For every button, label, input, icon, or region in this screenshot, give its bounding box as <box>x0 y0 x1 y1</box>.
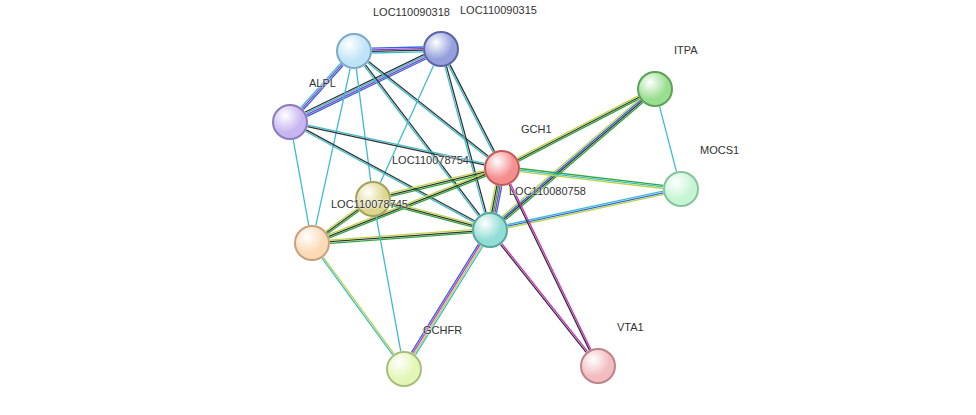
node-label: LOC110078745 <box>331 198 408 211</box>
evidence-line <box>356 69 370 181</box>
node-circle <box>336 33 372 69</box>
node-label: GCH1 <box>521 123 552 136</box>
evidence-line <box>660 106 677 171</box>
node-circle <box>272 104 308 140</box>
evidence-line <box>519 99 640 161</box>
interaction-edge <box>293 140 309 226</box>
evidence-line <box>306 130 474 221</box>
interaction-edge <box>448 65 494 153</box>
evidence-line <box>448 65 493 152</box>
evidence-line <box>372 49 423 50</box>
node-label: GCHFR <box>423 324 462 337</box>
interaction-edge <box>372 47 423 53</box>
evidence-line <box>326 208 358 231</box>
evidence-line <box>329 175 486 237</box>
evidence-line <box>323 257 394 354</box>
interaction-edge <box>305 130 474 222</box>
evidence-line <box>413 245 480 353</box>
node-circle <box>472 212 508 248</box>
interaction-edge <box>328 173 486 238</box>
protein-node: LOC110080758 <box>472 212 508 248</box>
evidence-line <box>411 244 478 352</box>
node-label: LOC110090318 <box>373 6 450 19</box>
evidence-line <box>490 185 495 212</box>
evidence-line <box>330 230 472 240</box>
evidence-line <box>305 131 473 222</box>
evidence-line <box>414 246 481 354</box>
evidence-line <box>293 140 309 226</box>
interaction-edge <box>490 185 501 213</box>
evidence-line <box>517 96 638 158</box>
protein-node: ITPA <box>637 71 673 107</box>
evidence-line <box>322 258 393 355</box>
evidence-line <box>372 52 423 53</box>
node-circle <box>637 71 673 107</box>
evidence-line <box>520 170 663 187</box>
evidence-line <box>446 66 486 212</box>
node-circle <box>386 351 422 387</box>
interaction-edge <box>356 69 370 181</box>
interaction-edge <box>390 171 485 197</box>
evidence-line <box>307 59 426 116</box>
protein-node: LOC110090318 <box>336 33 372 69</box>
node-circle <box>663 171 699 207</box>
interaction-edge <box>326 208 360 234</box>
node-circle <box>423 31 459 67</box>
interaction-edge <box>501 244 588 353</box>
evidence-line <box>508 193 664 226</box>
interaction-edge <box>376 217 401 352</box>
evidence-line <box>520 169 663 186</box>
node-label: LOC110090315 <box>460 4 537 17</box>
evidence-line <box>445 67 485 213</box>
evidence-line <box>327 210 359 233</box>
node-circle <box>294 225 330 261</box>
node-label: MOCS1 <box>700 144 739 157</box>
interaction-edge <box>445 66 486 213</box>
evidence-line <box>328 173 485 235</box>
node-circle <box>484 150 520 186</box>
interaction-edge <box>660 106 677 171</box>
evidence-line <box>372 47 423 48</box>
protein-node: LOC110078745 <box>294 225 330 261</box>
evidence-line <box>376 217 401 352</box>
node-label: LOC110080758 <box>509 185 586 198</box>
protein-node: ALPL <box>272 104 308 140</box>
interaction-edge <box>411 244 482 355</box>
interaction-edge <box>509 184 591 350</box>
interaction-edge <box>322 257 394 355</box>
protein-node: MOCS1 <box>663 171 699 207</box>
node-circle <box>580 348 616 384</box>
node-label: LOC110078754 <box>392 154 469 167</box>
evidence-line <box>501 245 587 353</box>
evidence-line <box>329 176 486 238</box>
interaction-edge <box>330 230 472 244</box>
evidence-line <box>508 194 664 227</box>
node-label: ALPL <box>309 77 336 90</box>
protein-node: GCH1 <box>484 150 520 186</box>
protein-node: LOC110090315 <box>423 31 459 67</box>
evidence-line <box>328 211 360 234</box>
evidence-line <box>502 244 588 352</box>
evidence-line <box>416 247 483 355</box>
evidence-line <box>502 99 640 217</box>
node-label: ITPA <box>674 44 698 57</box>
protein-node: GCHFR <box>386 351 422 387</box>
protein-node: VTA1 <box>580 348 616 384</box>
evidence-line <box>511 184 591 350</box>
evidence-line <box>505 103 643 221</box>
evidence-line <box>330 231 472 241</box>
evidence-line <box>372 50 423 51</box>
node-label: VTA1 <box>617 321 644 334</box>
